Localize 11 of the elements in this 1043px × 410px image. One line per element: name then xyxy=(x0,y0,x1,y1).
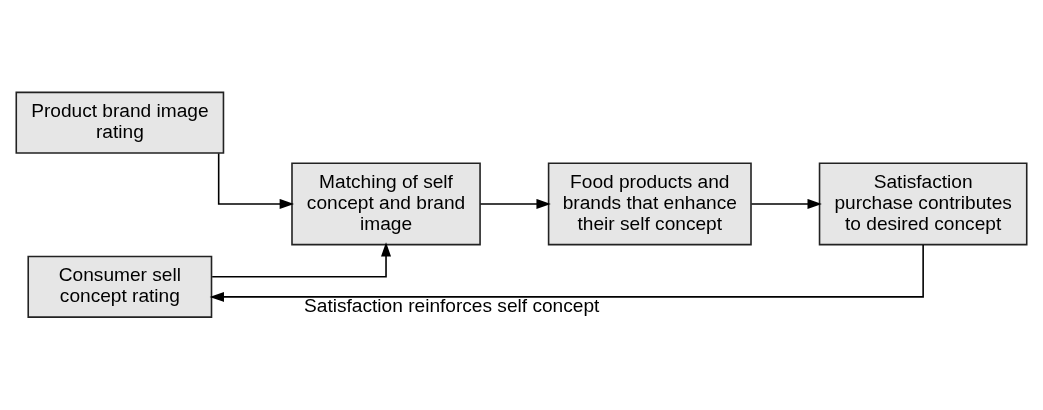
arrow xyxy=(217,152,294,209)
node-box: Food products and brands that enhance their self concept xyxy=(547,162,752,246)
node-box: Consumer sell concept rating xyxy=(27,255,213,318)
arrow xyxy=(479,198,551,209)
node-box: Product brand image rating xyxy=(15,91,225,154)
arrow xyxy=(209,244,924,302)
edge-label: Satisfaction reinforces self concept xyxy=(304,295,600,317)
arrow xyxy=(211,242,392,278)
node-box: Satisfaction purchase contributes to desired concept xyxy=(818,162,1028,246)
arrow xyxy=(750,198,822,209)
node-box: Matching of self concept and brand image xyxy=(291,162,481,246)
